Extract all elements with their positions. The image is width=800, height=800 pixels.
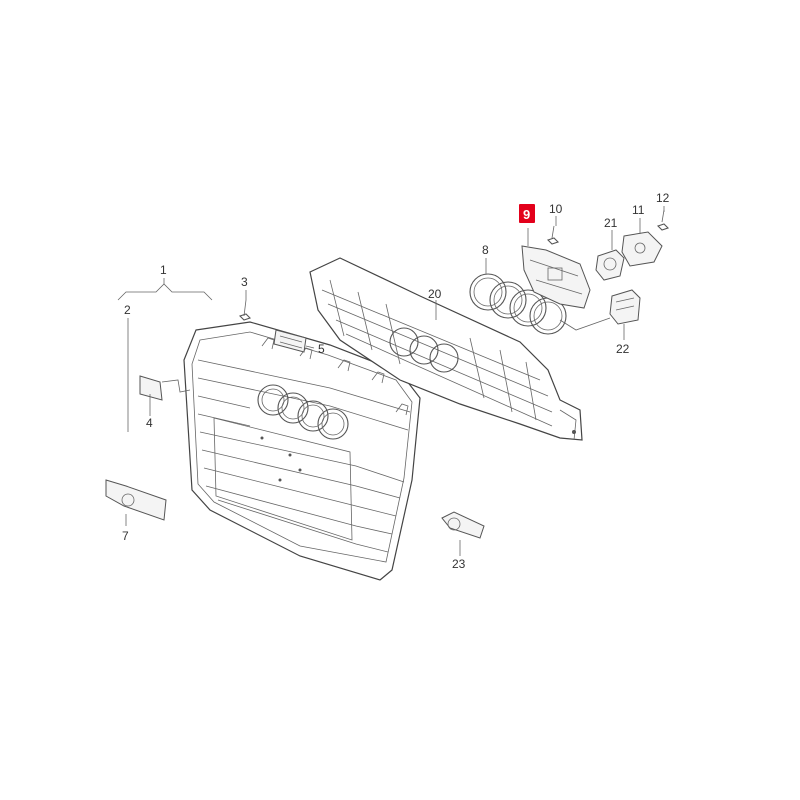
label-12: 12 <box>656 191 670 205</box>
label-4: 4 <box>146 416 153 430</box>
label-1: 1 <box>160 263 167 277</box>
sensor-21 <box>595 249 625 281</box>
leader-lines <box>117 206 665 556</box>
label-5: 5 <box>318 342 325 356</box>
bracket-23 <box>441 511 485 539</box>
label-8: 8 <box>482 243 489 257</box>
label-10: 10 <box>549 202 563 216</box>
label-22: 22 <box>616 342 630 356</box>
label-2: 2 <box>124 303 131 317</box>
grille-carrier <box>309 257 583 441</box>
part-labels: 1 2 3 4 5 7 8 9 10 11 12 20 21 22 23 <box>122 191 670 571</box>
label-9-highlight: 9 <box>519 204 535 223</box>
label-9: 9 <box>523 207 530 222</box>
screw-12 <box>656 209 670 231</box>
screw-3 <box>238 299 252 321</box>
trim-5 <box>273 329 307 353</box>
front-grille <box>183 321 421 581</box>
highlight-box <box>519 204 535 223</box>
label-3: 3 <box>241 275 248 289</box>
label-23: 23 <box>452 557 466 571</box>
bracket-11 <box>621 231 663 267</box>
label-21: 21 <box>604 216 618 230</box>
label-20: 20 <box>428 287 442 301</box>
label-11: 11 <box>632 203 645 217</box>
bracket-7 <box>105 479 167 521</box>
piece-4 <box>139 375 163 401</box>
bracket-9 <box>521 245 591 309</box>
screw-10 <box>546 225 560 245</box>
label-7: 7 <box>122 529 129 543</box>
connector-22 <box>609 289 641 325</box>
